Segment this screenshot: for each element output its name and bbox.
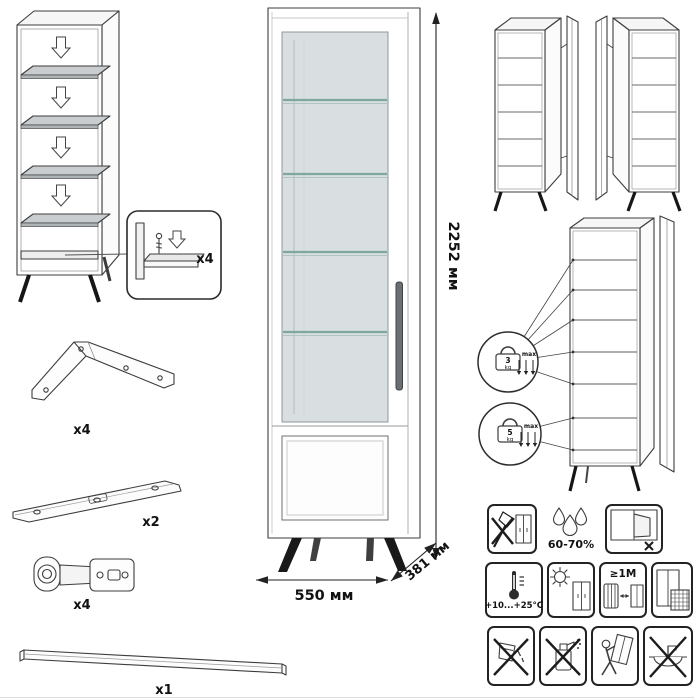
spray-bottle-glyph <box>545 638 581 676</box>
load-limit-figure: 3 kg max 5 kg max <box>477 215 675 492</box>
hinge-qty-label: x4 <box>73 598 90 613</box>
rail-qty-label: x2 <box>142 515 159 530</box>
leg-qty-label: x4 <box>73 423 90 438</box>
leg-bracket-drawing <box>31 341 175 401</box>
width-dimension-label: 550 мм <box>294 588 353 604</box>
cabinet-legs <box>18 256 112 303</box>
temperature-range-icon: +10...+25°C <box>485 562 543 618</box>
glass-shelf-load-value: 3 <box>505 356 510 365</box>
bottom-rail <box>20 250 99 260</box>
page-edge-line <box>0 697 694 698</box>
hinge-part-figure: x4 <box>33 556 135 613</box>
glass-door <box>281 31 389 423</box>
shelf-pin-icon <box>155 232 163 254</box>
load-down-arrows-icon <box>516 360 536 375</box>
humidity-range-label: 60-70% <box>547 538 595 551</box>
shelf-down-arrow-icons <box>50 36 72 207</box>
water-drops-glyph <box>552 507 588 537</box>
hinge-drawing <box>33 556 135 592</box>
door-option-left-hinged <box>595 15 682 212</box>
no-direct-sunlight-icon <box>547 562 595 618</box>
callout-leader-line <box>64 253 130 256</box>
radiator-distance-glyph <box>603 583 644 609</box>
handle-qty-label: x1 <box>155 683 172 698</box>
glass-shelf-lines <box>283 98 387 336</box>
carry-carefully-icon <box>591 626 639 686</box>
bottom-shelf-load-unit: kg <box>507 437 514 443</box>
sun-cabinet-glyph <box>549 566 591 611</box>
heat-distance-label: ≥1M <box>609 568 637 581</box>
depth-dimension-label: 381 мм <box>403 539 453 585</box>
bottom-door <box>281 435 389 521</box>
shelf-pin-callout: x4 <box>126 210 222 300</box>
no-spill-icon <box>487 626 535 686</box>
no-open-window-icon <box>605 504 663 554</box>
no-hammering-icon <box>487 504 537 554</box>
door-option-right-hinged <box>493 15 579 212</box>
height-dimension-label: 2252 мм <box>445 221 461 290</box>
humidity-icon: 60-70% <box>541 500 601 556</box>
glass-shelf-load-unit: kg <box>505 365 512 371</box>
ventilation-grid-icon <box>651 562 693 618</box>
ventilation-glyph <box>656 569 690 611</box>
width-dimension: 550 мм <box>256 576 388 604</box>
cabinet-legs <box>278 538 407 572</box>
bottom-shelf-load-value: 5 <box>507 428 512 437</box>
person-carrying-glyph <box>601 633 634 676</box>
open-window-glyph <box>610 509 658 551</box>
shelf-boards <box>20 65 111 227</box>
temperature-range-label: +10...+25°C <box>484 601 544 612</box>
glass-shelf-load-max: max <box>522 351 536 358</box>
washbasin-glyph <box>649 636 687 678</box>
heat-source-distance-icon: ≥1M <box>599 562 647 618</box>
door-options-figure <box>493 15 682 212</box>
care-icons-grid: 60-70% +10...+25°C <box>483 498 694 700</box>
height-dimension: 2252 мм <box>432 12 461 560</box>
shelf-pin-qty-label: x4 <box>196 252 213 267</box>
shelf-installation-figure: x4 <box>16 10 222 303</box>
no-aggressive-cleaners-icon <box>539 626 587 686</box>
rail-part-figure: x2 <box>12 480 182 530</box>
handle-part-figure: x1 <box>19 649 287 698</box>
door-handle <box>395 281 403 391</box>
rail-drawing <box>12 480 182 523</box>
bottom-shelf-load-max: max <box>524 423 538 430</box>
bottom-shelf-load-badge: 5 kg max <box>478 402 542 466</box>
handle-drawing <box>19 649 287 676</box>
spilling-glass-glyph <box>493 638 529 676</box>
load-down-arrows-icon <box>518 432 538 447</box>
open-cabinet <box>568 215 675 492</box>
leg-part-figure: x4 <box>31 341 175 438</box>
glass-shelf-load-badge: 3 kg max <box>477 331 539 393</box>
insert-arrow-icon <box>167 230 187 249</box>
no-washing-icon <box>643 626 693 686</box>
main-cabinet-figure: 2252 мм 550 мм 381 мм <box>256 7 461 604</box>
thermometer-glyph <box>509 571 524 600</box>
no-hammering-glyph <box>491 511 532 548</box>
